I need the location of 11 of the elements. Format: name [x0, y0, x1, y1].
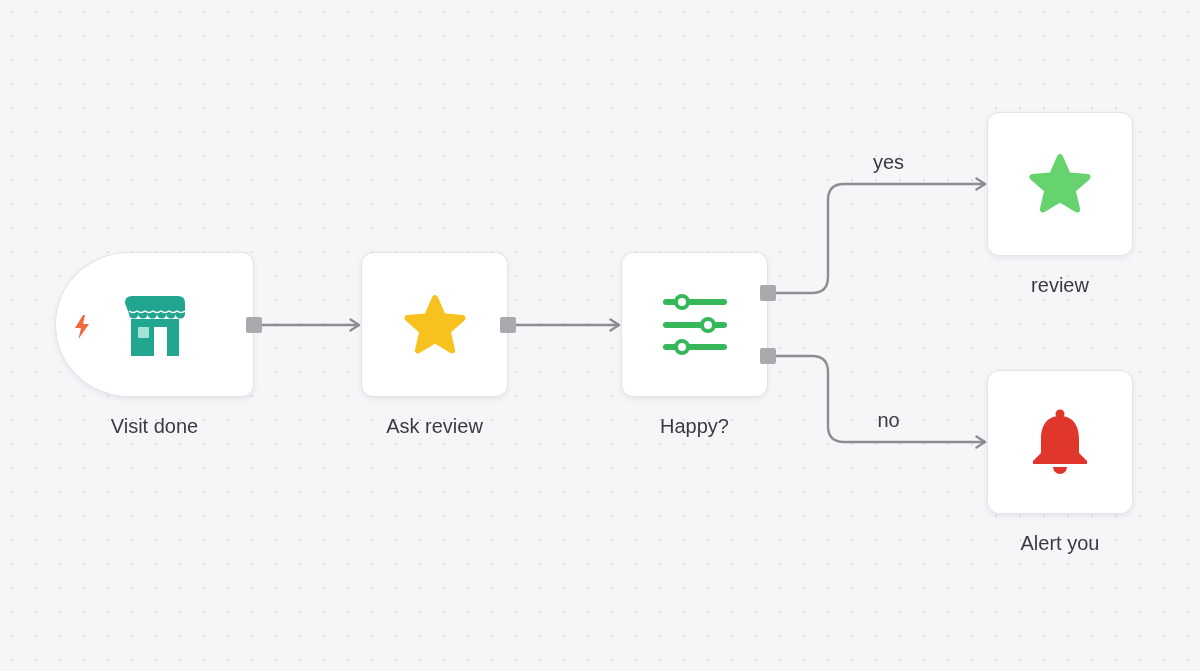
- node-label: Visit done: [110, 414, 199, 438]
- edge-label: no: [877, 408, 900, 432]
- arrow: [262, 318, 361, 332]
- arrow: [776, 177, 987, 295]
- node-label: review: [1031, 273, 1089, 297]
- node-label: Ask review: [386, 414, 483, 438]
- arrow: [516, 318, 621, 332]
- node-label: Happy?: [660, 414, 729, 438]
- arrow: [776, 354, 987, 449]
- node-label: Alert you: [1020, 531, 1100, 555]
- edge-label: yes: [872, 150, 905, 174]
